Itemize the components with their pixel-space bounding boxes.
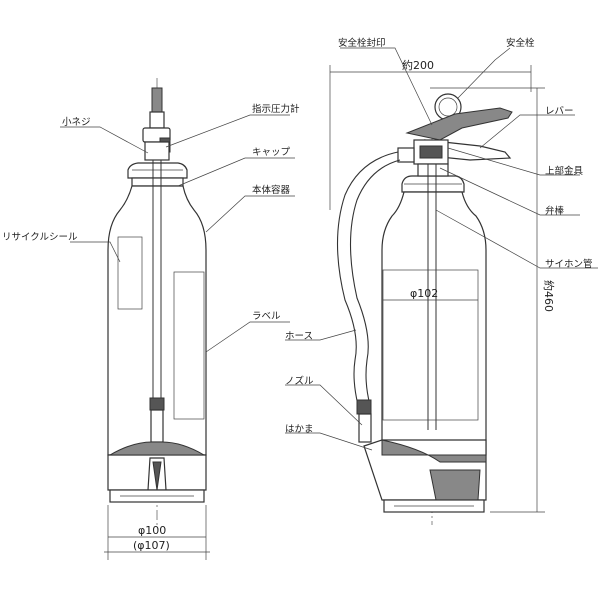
leader-lines	[60, 47, 598, 451]
front-recycle-seal	[117, 236, 143, 310]
front-valve-body	[144, 141, 170, 161]
label-recycle-seal: リサイクルシール	[2, 232, 78, 243]
side-view	[329, 65, 545, 525]
label-label: ラベル	[252, 311, 281, 322]
label-cap: キャップ	[252, 147, 291, 158]
label-pressure-gauge: 指示圧力計	[252, 104, 300, 115]
label-small-screw: 小ネジ	[62, 117, 91, 128]
label-safety-pin-seal: 安全栓封印	[338, 38, 386, 49]
front-valve-stem	[149, 111, 165, 129]
side-nozzle-coupling	[356, 399, 372, 415]
front-nozzle-coupling	[149, 397, 165, 411]
label-nozzle: ノズル	[285, 376, 314, 387]
front-cap	[127, 162, 188, 179]
dim-body-diameter: φ102	[410, 287, 439, 300]
label-lever: レバー	[545, 106, 574, 117]
side-lever	[405, 107, 513, 141]
side-hose-coupling	[397, 147, 415, 163]
side-nozzle	[358, 413, 372, 443]
side-hose	[337, 151, 399, 406]
label-hakama: はかま	[285, 424, 314, 435]
label-body-container: 本体容器	[252, 185, 291, 196]
label-valve-rod: 弁棒	[545, 206, 565, 217]
label-hose: ホース	[285, 331, 314, 342]
front-neck	[131, 177, 184, 187]
label-safety-pin: 安全栓	[506, 38, 535, 49]
side-label-area	[382, 269, 479, 421]
label-upper-fitting: 上部金具	[545, 166, 584, 177]
front-view	[104, 78, 210, 560]
label-siphon-tube: サイホン管	[545, 259, 593, 270]
dim-height: 約460	[542, 280, 555, 312]
front-nozzle	[150, 409, 164, 443]
dim-width-top: 約200	[402, 59, 434, 72]
dim-base-outer-diameter: (φ107)	[133, 539, 170, 552]
dim-base-diameter: φ100	[138, 524, 167, 537]
front-nozzle-tip	[151, 87, 163, 113]
side-body-container	[381, 191, 487, 456]
front-label-area	[173, 271, 205, 420]
